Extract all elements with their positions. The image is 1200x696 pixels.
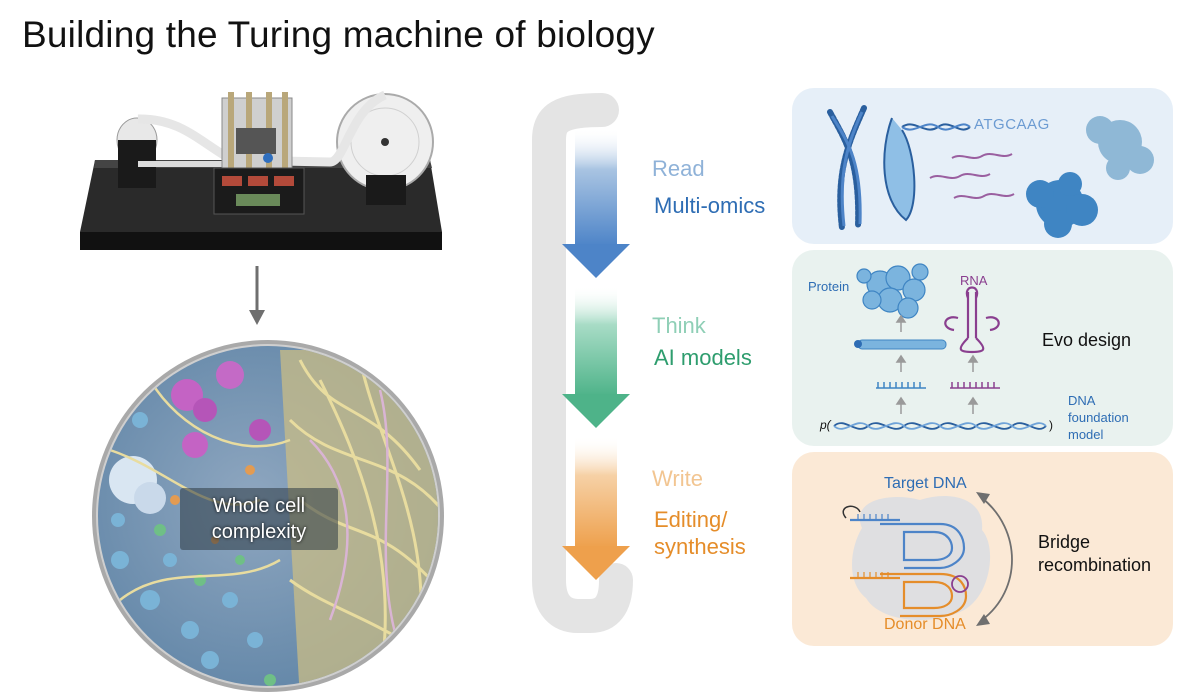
stage-think-sub: AI models bbox=[654, 345, 752, 370]
stage-think-label: Think bbox=[652, 313, 706, 338]
p-close: ) bbox=[1049, 418, 1053, 432]
cell-label: Whole cell complexity bbox=[180, 493, 338, 545]
dna-sequence: ATGCAAG bbox=[974, 116, 1050, 133]
rna-label: RNA bbox=[960, 273, 988, 288]
target-dna-label: Target DNA bbox=[884, 475, 967, 492]
stage-read-label: Read bbox=[652, 156, 705, 181]
evo-design-label: Evo design bbox=[1042, 330, 1132, 350]
cell-label-text: Whole cell complexity bbox=[211, 495, 307, 543]
protein-label: Protein bbox=[808, 279, 850, 294]
stage-write-sub: Editing/ synthesis bbox=[654, 507, 746, 559]
donor-dna-label: Donor DNA bbox=[884, 616, 966, 633]
p-symbol: p( bbox=[820, 418, 831, 432]
stage-write-label: Write bbox=[652, 466, 703, 491]
page-title: Building the Turing machine of biology bbox=[22, 14, 655, 55]
stage-read-sub: Multi-omics bbox=[654, 193, 766, 218]
dna-foundation-label: DNA foundation model bbox=[1068, 393, 1129, 442]
bridge-recombination-label: Bridge recombination bbox=[1038, 532, 1152, 575]
